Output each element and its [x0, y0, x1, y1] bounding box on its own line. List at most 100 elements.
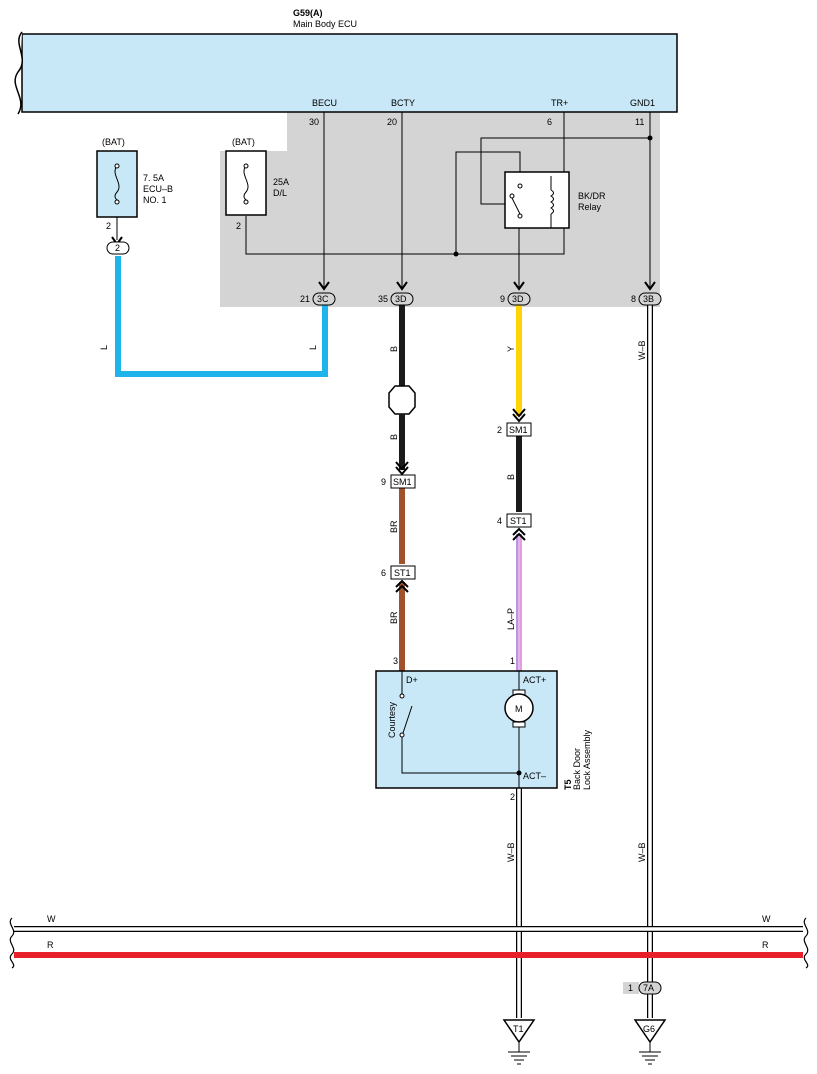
- ground-connector-7a[interactable]: [638, 981, 662, 995]
- wire-label-la-p: LA–P: [506, 608, 516, 630]
- bus-r-right: R: [762, 940, 769, 950]
- junction-sm1-left[interactable]: [390, 474, 416, 489]
- bus-break-right: [803, 917, 809, 969]
- connector-3c[interactable]: [312, 281, 336, 306]
- relay-contact: [517, 183, 523, 189]
- junction-st1-left-pin: 6: [381, 568, 386, 578]
- motor-label: M: [515, 704, 523, 714]
- ground-g6-label: G6: [643, 1024, 655, 1034]
- t5-term-d: D+: [406, 675, 418, 685]
- t5-lock-assembly-box[interactable]: [375, 670, 558, 789]
- junction-st1-left[interactable]: [390, 565, 416, 580]
- junction-sm1-right[interactable]: [506, 422, 532, 437]
- fuse-terminal: [114, 163, 120, 169]
- t5-name-line2: Lock Assembly: [582, 729, 592, 790]
- connector-3b-pin: 8: [631, 294, 636, 304]
- wire-label-b-trp: B: [506, 474, 516, 480]
- wire-label-y: Y: [506, 346, 516, 352]
- fuse-ecu-b-box[interactable]: [96, 150, 138, 218]
- connector-3c-pin: 21: [300, 294, 310, 304]
- fuse-ecu-b-connector[interactable]: [106, 241, 130, 255]
- fuse-terminal: [243, 163, 249, 169]
- connector-3d-left[interactable]: [390, 281, 414, 306]
- bk-dr-relay[interactable]: [504, 171, 570, 229]
- connector-arrow: [513, 281, 525, 291]
- terminal-bcty-name: BCTY: [391, 98, 415, 108]
- fuse-dl-box[interactable]: [225, 150, 267, 216]
- junction-sm1-left-pin: 9: [381, 477, 386, 487]
- fuse-dl-name: D/L: [273, 188, 287, 198]
- connector-3d-right-pin: 9: [500, 294, 505, 304]
- fuse-dl-source: (BAT): [232, 137, 255, 147]
- terminal-becu-name: BECU: [312, 98, 337, 108]
- relay-coil-loop-wire: [455, 151, 521, 254]
- terminal-trp-pin: 6: [547, 117, 552, 127]
- connector-3b-code: 3B: [643, 294, 654, 304]
- relay-contact: [517, 213, 523, 219]
- junction-dot: [516, 770, 522, 776]
- relay-switch-blade: [511, 197, 521, 215]
- relay-name-line2: Relay: [578, 202, 602, 212]
- connector-3c-body: [312, 292, 336, 306]
- relay-box: [504, 171, 570, 229]
- wire-label-wb1: W–B: [637, 340, 647, 360]
- connector-3d-left-pin: 35: [378, 294, 388, 304]
- fuse-ecu-b-source: (BAT): [102, 137, 125, 147]
- ecu-code: G59(A): [293, 8, 323, 18]
- wire-splice-octagon: [388, 385, 416, 415]
- t5-pin-d: 3: [393, 656, 398, 666]
- wire-label-l2: L: [308, 345, 318, 350]
- fuse-ecu-b-pin: 2: [106, 221, 111, 231]
- ground-g6[interactable]: [633, 1019, 667, 1065]
- wire-label-br1: BR: [389, 520, 399, 533]
- ground-connector-pin-bg: [623, 982, 639, 994]
- t5-term-actp: ACT+: [523, 675, 546, 685]
- ground-t1-triangle: [502, 1019, 536, 1044]
- junction-dot: [647, 135, 653, 141]
- fuse-terminal: [114, 199, 120, 205]
- fuse-ecu-b-connector-code: 2: [115, 243, 120, 253]
- t5-name-line1: Back Door: [572, 748, 582, 790]
- relay-ground-wire: [480, 137, 650, 205]
- relay-coil: [550, 189, 554, 215]
- bus-w-left: W: [47, 914, 56, 924]
- main-body-ecu-box[interactable]: [21, 33, 678, 113]
- courtesy-switch-contact: [399, 732, 405, 738]
- terminal-trp-name: TR+: [551, 98, 568, 108]
- connector-3d-right[interactable]: [507, 281, 531, 306]
- fuse-ecu-b-name2: NO. 1: [143, 195, 167, 205]
- junction-st1-right[interactable]: [506, 513, 532, 528]
- motor-icon: [504, 693, 534, 723]
- t5-term-actm: ACT–: [523, 771, 546, 781]
- wire-label-wb-act: W–B: [506, 842, 516, 862]
- fuse-dl-pin: 2: [236, 221, 241, 231]
- fuse-ecu-b-name1: ECU–B: [143, 184, 173, 194]
- courtesy-switch-blade: [402, 705, 413, 734]
- connector-arrow: [318, 281, 330, 291]
- relay-name-line1: BK/DR: [578, 191, 606, 201]
- connector-3d-left-body: [390, 292, 414, 306]
- connector-arrow: [512, 527, 526, 541]
- bus-r-left: R: [47, 940, 54, 950]
- connector-3b[interactable]: [638, 281, 662, 306]
- wire-label-wb2: W–B: [637, 842, 647, 862]
- junction-sm1-left-code: SM1: [393, 477, 412, 487]
- junction-sm1-right-pin: 2: [497, 425, 502, 435]
- junction-st1-right-code: ST1: [510, 516, 527, 526]
- connector-3d-right-body: [507, 292, 531, 306]
- ground-g6-triangle: [633, 1019, 667, 1044]
- junction-dot: [453, 251, 459, 257]
- bus-w-right: W: [762, 914, 771, 924]
- ground-t1[interactable]: [502, 1019, 536, 1065]
- connector-3c-code: 3C: [317, 294, 329, 304]
- terminal-gnd1-pin: 11: [635, 117, 644, 127]
- connector-arrow: [396, 281, 408, 291]
- terminal-bcty-pin: 20: [387, 117, 397, 127]
- wire-label-b2: B: [389, 434, 399, 440]
- wire-l-blue[interactable]: [115, 256, 328, 377]
- terminal-gnd1-name: GND1: [630, 98, 655, 108]
- ecu-internal-region: [220, 112, 660, 307]
- t5-internal-wiring: [401, 671, 520, 788]
- junction-st1-left-code: ST1: [394, 568, 411, 578]
- courtesy-switch-contact: [399, 693, 405, 699]
